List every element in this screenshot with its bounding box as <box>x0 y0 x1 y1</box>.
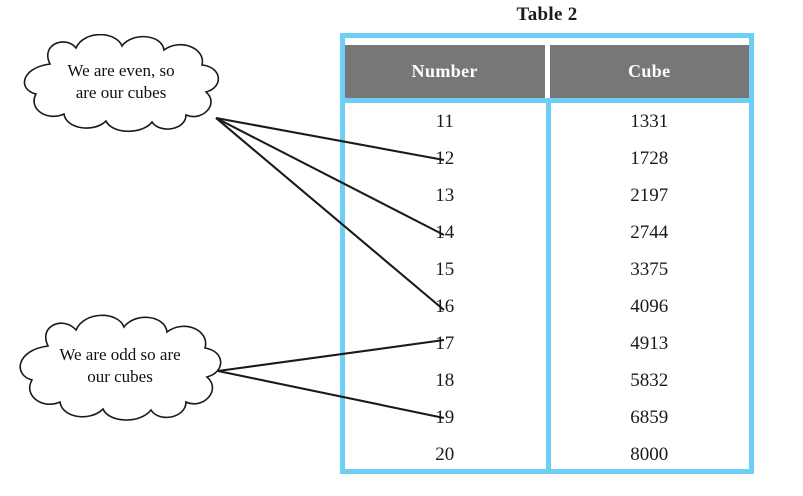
table-body: 11 1331 12 1728 13 2197 14 2744 <box>345 103 749 469</box>
cell-cube: 3375 <box>630 258 669 280</box>
cell-number: 14 <box>435 221 455 243</box>
cell-number: 16 <box>435 296 455 318</box>
header-column-gap <box>544 45 550 98</box>
table-row: 13 2197 <box>345 177 749 214</box>
header-underline-rule <box>345 98 749 103</box>
cell-cube: 4096 <box>630 296 669 318</box>
table-row: 11 1331 <box>345 103 749 140</box>
cell-number: 19 <box>435 407 455 429</box>
table-row: 16 4096 <box>345 288 749 325</box>
cell-cube: 1331 <box>630 110 669 132</box>
cloud-shape-icon <box>23 33 220 133</box>
table-row: 19 6859 <box>345 400 749 437</box>
column-header-cube: Cube <box>549 45 749 98</box>
cell-cube: 1728 <box>630 147 669 169</box>
cell-cube: 2197 <box>630 184 669 206</box>
callout-even-cloud: We are even, so are our cubes <box>14 33 228 134</box>
cell-number: 20 <box>435 444 455 466</box>
callout-odd-text: We are odd so are our cubes <box>59 345 181 386</box>
cell-number: 13 <box>435 184 455 206</box>
cell-cube: 8000 <box>630 444 669 466</box>
cell-number: 11 <box>435 110 454 132</box>
cell-cube: 2744 <box>630 221 669 243</box>
table-row: 14 2744 <box>345 214 749 251</box>
callout-odd-cloud: We are odd so are our cubes <box>8 314 228 426</box>
table-inner: Number Cube 11 1331 12 1728 13 <box>345 38 749 469</box>
table-row: 17 4913 <box>345 326 749 363</box>
cell-number: 17 <box>435 333 455 355</box>
cell-cube: 5832 <box>630 370 669 392</box>
cell-cube: 4913 <box>630 333 669 355</box>
cell-number: 18 <box>435 370 455 392</box>
page-title: Table 2 <box>516 4 578 25</box>
table-row: 12 1728 <box>345 140 749 177</box>
column-header-number: Number <box>345 45 545 98</box>
table-header-row: Number Cube <box>345 45 749 98</box>
table-row: 18 5832 <box>345 363 749 400</box>
cloud-shape-icon <box>19 314 222 421</box>
cube-table: Number Cube 11 1331 12 1728 13 <box>340 33 754 474</box>
table-row: 15 3375 <box>345 251 749 288</box>
cell-number: 12 <box>435 147 455 169</box>
table-row: 20 8000 <box>345 437 749 474</box>
cell-number: 15 <box>435 258 455 280</box>
cell-cube: 6859 <box>630 407 669 429</box>
callout-even-text: We are even, so are our cubes <box>67 61 175 102</box>
column-divider <box>546 103 551 469</box>
